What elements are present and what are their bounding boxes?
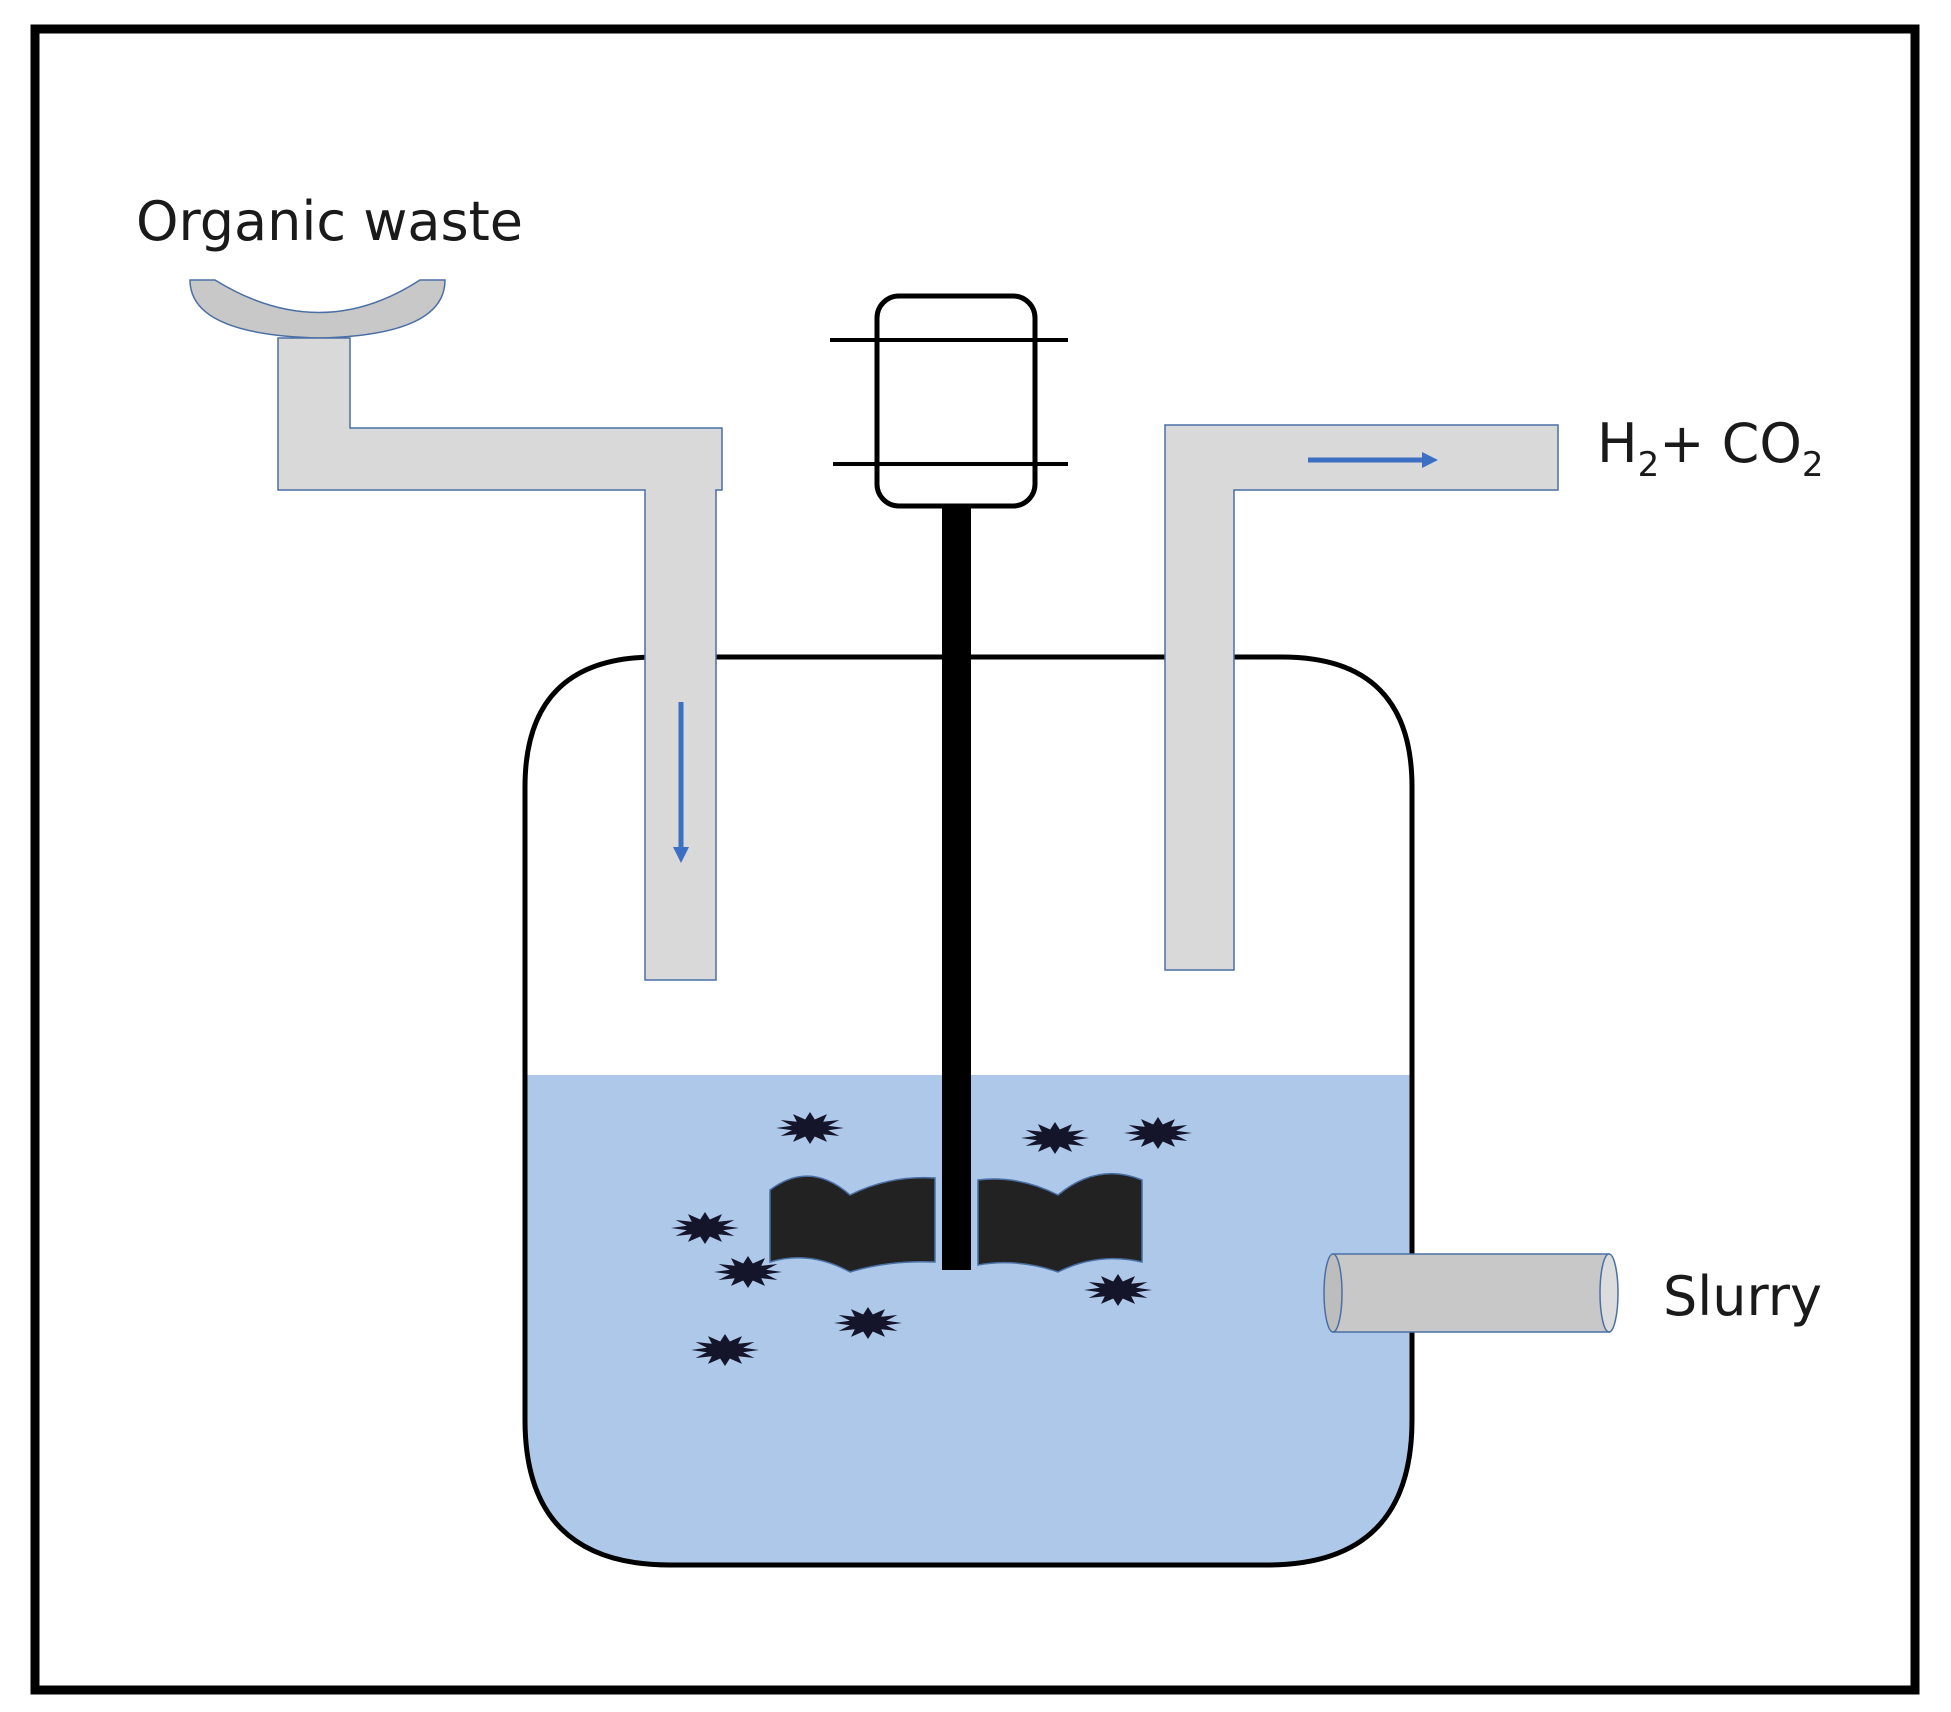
microbe-icon — [834, 1307, 902, 1339]
microbe-icon — [714, 1256, 782, 1288]
gas-h-text: H — [1597, 412, 1638, 475]
motor-icon — [830, 293, 1068, 509]
gas-label: H2+ CO2 — [1597, 412, 1824, 485]
gas-outlet-pipe — [1164, 424, 1559, 971]
gas-co-subscript: 2 — [1802, 445, 1824, 485]
outer-frame — [30, 24, 1920, 1695]
organic-waste-label: Organic waste — [136, 190, 523, 253]
gas-h-subscript: 2 — [1638, 445, 1660, 485]
gas-rest-text: + CO — [1659, 412, 1802, 475]
microbe-icon — [671, 1212, 739, 1244]
microbe-icon — [1021, 1122, 1089, 1154]
hopper-icon — [189, 279, 446, 339]
inlet-pipe — [277, 337, 723, 981]
microbe-group — [671, 1112, 1192, 1366]
stirrer-shaft — [942, 506, 971, 1270]
microbe-icon — [1124, 1117, 1192, 1149]
microbe-icon — [691, 1334, 759, 1366]
microbe-icon — [1084, 1274, 1152, 1306]
slurry-label: Slurry — [1663, 1265, 1822, 1328]
impeller-icon — [769, 1173, 1143, 1273]
microbe-icon — [776, 1112, 844, 1144]
slurry-outlet-pipe — [1323, 1253, 1619, 1333]
reactor-tank — [522, 654, 1415, 1568]
